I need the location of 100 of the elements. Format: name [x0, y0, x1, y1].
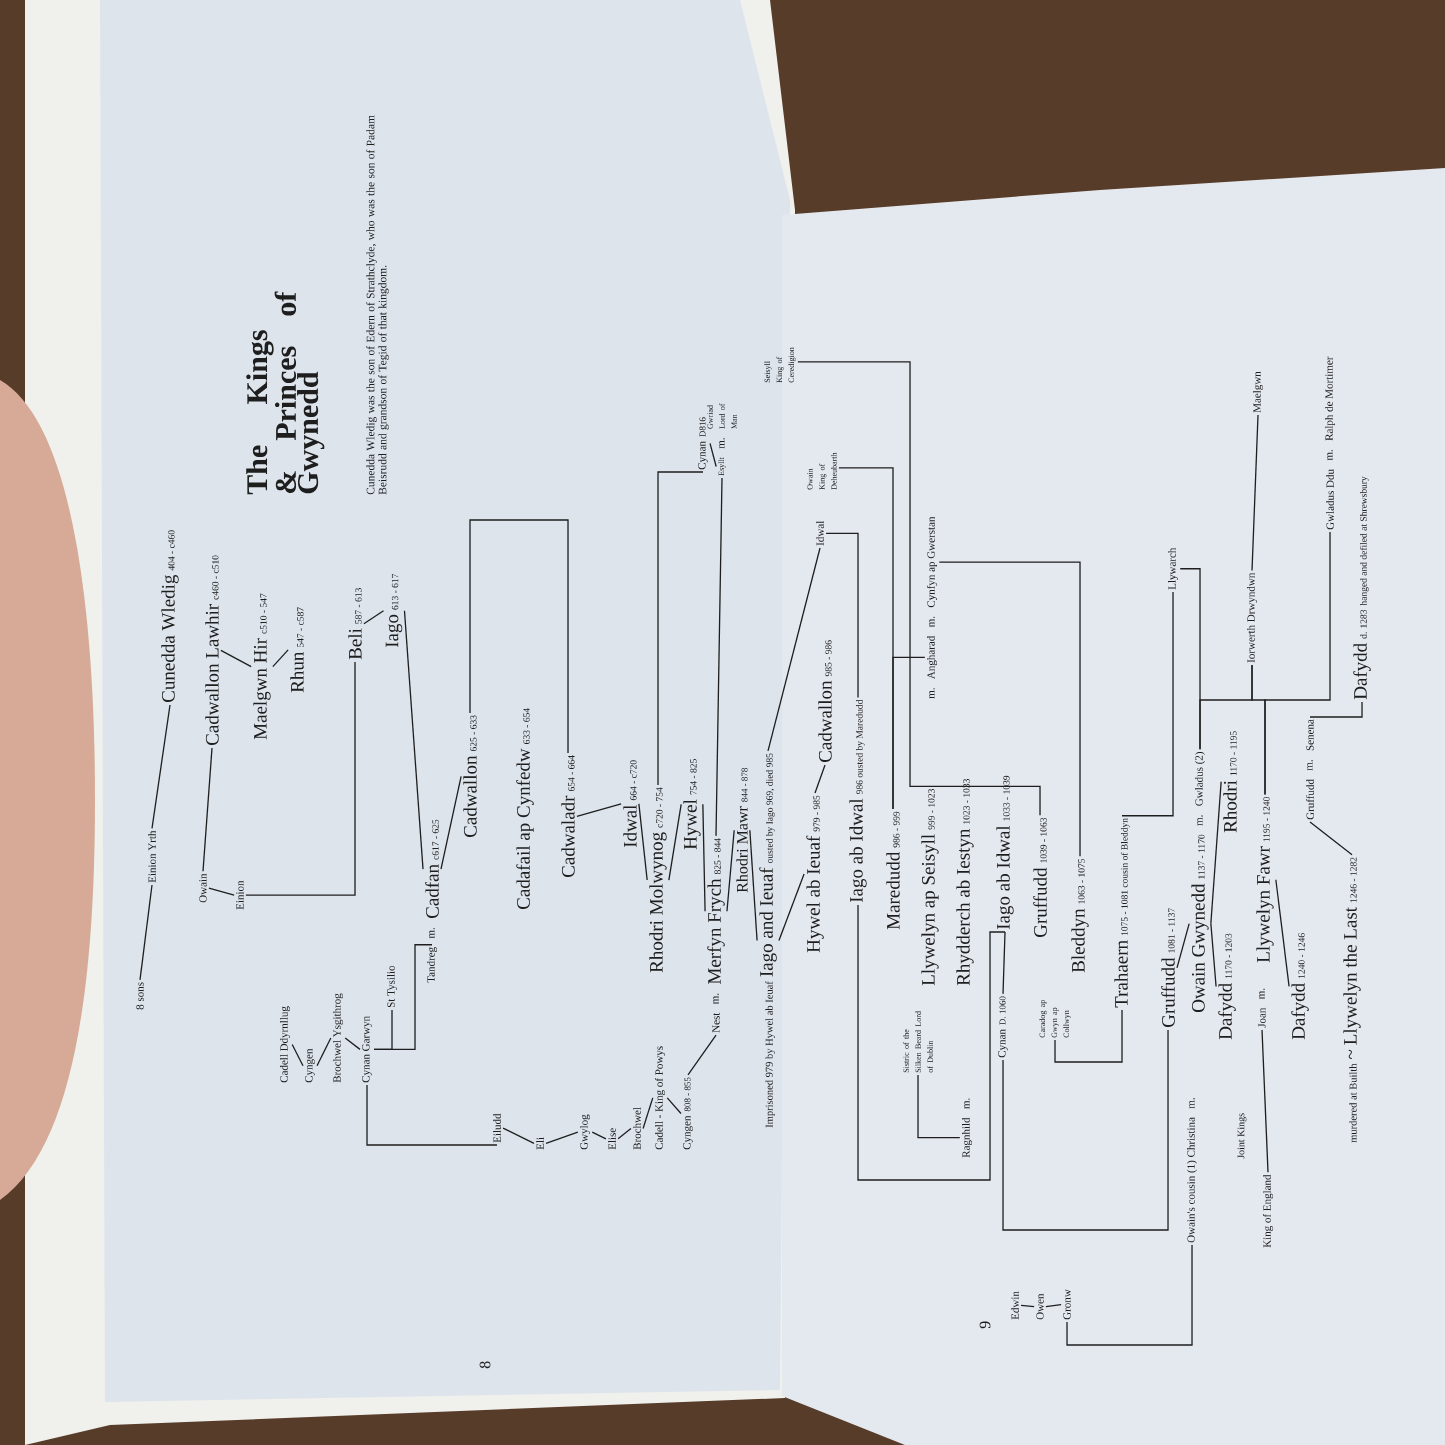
tree-line [272, 649, 289, 668]
tree-line [825, 532, 859, 699]
person-name: Brochwel Ysgithrog [333, 993, 343, 1083]
person-name: Idwal 664 - c720 [623, 760, 637, 848]
tree-line [440, 775, 462, 870]
person-name: 8 sons [136, 982, 144, 1010]
person-name: Cadafail ap Cynfedw 633 - 654 [516, 708, 534, 910]
person-name: Cadwallon 985 - 986 [818, 640, 832, 763]
person-name: Seisyll King of Ceredigion [764, 347, 796, 383]
tree-line [857, 904, 1006, 1181]
person-name: Hywel ab Ieuaf 979 - 985 [806, 795, 824, 953]
person-name: Ragnhild [962, 1117, 972, 1158]
tree-line [1309, 701, 1363, 718]
tree-line [469, 519, 569, 754]
tree-line [938, 561, 1081, 857]
person-name: Rhodri Mawr 844 - 878 [736, 768, 748, 893]
person-name: Angharad [927, 635, 937, 679]
tree-line [363, 610, 385, 625]
person-name: Llywelyn Fawr 1195 - 1240 [1256, 797, 1274, 963]
tree-line [245, 661, 356, 896]
person-name: Llywarch [1168, 547, 1178, 590]
person-name: Cynan D. 1060 [998, 996, 1008, 1058]
person-name: Ralph de Mortimer [1325, 356, 1335, 441]
page-number: 9 [979, 1321, 991, 1329]
tree-line [1275, 879, 1290, 987]
person-name: St Tysilio [387, 965, 397, 1008]
person-name: Cyngen [305, 1048, 315, 1083]
tree-line [749, 829, 758, 942]
person-name: Cynan Garwyn [362, 1016, 372, 1083]
marriage-mark: m. [1327, 450, 1333, 461]
person-name: Llywelyn ap Seisyll 999 - 1023 [921, 789, 939, 986]
person-name: Maelgwn Hir c510 - 547 [253, 593, 271, 740]
person-name: Owain's cousin (1) Christina [1187, 1117, 1197, 1243]
person-name: Owen [1036, 1293, 1044, 1320]
tree-line [638, 803, 648, 881]
person-name: Cadwallon Lawhir c460 - c510 [205, 555, 219, 745]
person-name: Dafydd d. 1283 hanged and defiled at Shrewsbury [1353, 476, 1371, 700]
tree-line [1309, 821, 1353, 856]
tree-line [1251, 414, 1259, 572]
person-name: Iago ab Idwal 1033 - 1039 [996, 775, 1014, 930]
person-name: Caradog ap Gwyn ap Collwyn [1039, 1000, 1071, 1038]
tree-line [344, 1037, 361, 1050]
person-name: Cunedda Wledig 404 - c460 [161, 530, 179, 702]
person-name: Hywel 754 - 825 [683, 759, 701, 850]
person-name: Iorwerth Drwyndwn [1247, 572, 1257, 663]
tree-line [1002, 1029, 1169, 1231]
tree-line [316, 1037, 332, 1067]
tree-line [778, 873, 805, 942]
tree-line [366, 1084, 498, 1146]
person-name: Merfyn Frych 825 - 844 [707, 838, 725, 984]
person-name: Owain King of Deheubarth [807, 452, 837, 490]
person-name: Cadwaladr 654 - 664 [561, 755, 575, 878]
tree-line [1264, 531, 1331, 796]
tree-line [1002, 931, 1006, 995]
person-name: Esyllt [718, 457, 726, 476]
tree-line [666, 1097, 682, 1115]
note-text: Joint Kings [1237, 1113, 1247, 1159]
person-name: Trahaern 1075 - 1081 cousin of Bleddyn [1114, 818, 1130, 1008]
marriage-mark: m. [1189, 1098, 1195, 1109]
tree-line [545, 1131, 579, 1145]
person-name: Elise [608, 1128, 616, 1150]
tree-line [202, 747, 213, 872]
tree-line [139, 884, 153, 981]
tree-line [814, 764, 826, 794]
person-name: Cyngen 808 - 855 [683, 1077, 693, 1150]
person-name: Eli [536, 1137, 544, 1150]
person-name: Iago 613 - 617 [385, 573, 403, 648]
person-name: Gruffudd 1081 - 1137 [1161, 908, 1175, 1028]
person-name: Einion Yrth [148, 830, 156, 883]
person-name: Eiludd [493, 1113, 501, 1143]
person-name: murdered at Builth ~ Llywelyn the Last 1246 - 1282 [1343, 857, 1361, 1143]
tree-line [715, 477, 723, 837]
tree-line [617, 1127, 632, 1140]
tree-line [767, 547, 821, 752]
person-name: Gronw [1063, 1289, 1071, 1320]
marriage-mark: m. [929, 688, 935, 699]
page-number: 8 [479, 1361, 491, 1369]
person-name: Rhydderch ab Iestyn 1023 - 1033 [956, 779, 974, 986]
marriage-mark: m. [929, 616, 935, 628]
tree-line [687, 1034, 717, 1076]
marriage-mark: m. [1197, 815, 1203, 826]
person-name: Cadell Ddyrnllug [280, 1006, 290, 1083]
intro-text: Cunedda Wledig was the son of Edern of Strathclyde, who was the son of Padam Beisrudd and grandson of Tegid of that kingdom. [366, 115, 389, 495]
person-name: Gwylog [580, 1114, 590, 1150]
person-name: Owain [199, 873, 207, 903]
person-name: Iago ab Idwal 986 ousted by Maredudd [849, 699, 867, 903]
person-name: Gruffudd [1306, 779, 1314, 820]
person-name: Owain Gwynedd 1137 - 1170 [1191, 834, 1209, 1013]
person-name: Dafydd 1170 - 1203 [1218, 933, 1236, 1040]
tree-line [709, 442, 717, 468]
person-name: Rhodri Molwynog c720 - 754 [649, 787, 667, 973]
tree-line [151, 704, 171, 829]
marriage-mark: m. [713, 993, 719, 1004]
tree-line [591, 1131, 607, 1140]
tree-line [208, 887, 235, 896]
person-name: Edwin [1011, 1291, 1019, 1320]
person-name: Maelgwn [1253, 371, 1263, 413]
tree-line [1210, 781, 1222, 925]
person-name: Gwladus (2) [1195, 752, 1205, 806]
person-name: Cadwallon 625 - 633 [463, 715, 477, 838]
